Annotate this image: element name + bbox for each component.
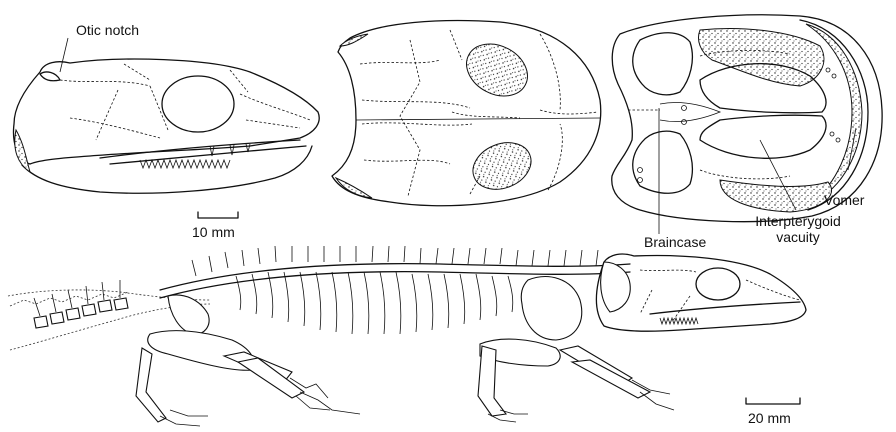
fore-limb	[477, 276, 675, 423]
scale-label-skeleton: 20 mm	[748, 410, 791, 426]
ribs	[235, 271, 514, 335]
skull-palatal-view	[611, 14, 883, 223]
scale-label-skull: 10 mm	[192, 224, 235, 240]
orbit-dorsal-left	[466, 43, 528, 97]
label-otic-notch: Otic notch	[76, 22, 140, 38]
label-vomer: Vomer	[824, 192, 865, 208]
skull-dorsal-view	[331, 19, 602, 207]
label-interpterygoid-line1: Interpterygoid	[755, 213, 841, 229]
orbit-dorsal-right	[472, 142, 532, 190]
skeleton-orbit	[695, 267, 741, 301]
tail-vertebrae	[33, 280, 129, 329]
label-interpterygoid-line2: vacuity	[776, 229, 820, 245]
neural-spines	[191, 245, 599, 277]
label-interpterygoid-vacuity: Interpterygoid vacuity	[738, 213, 858, 245]
full-skeleton	[7, 245, 807, 427]
label-leader-lines	[658, 108, 857, 234]
label-braincase: Braincase	[644, 234, 707, 250]
scale-bar-skull	[197, 211, 239, 219]
skull-lateral-view	[12, 37, 320, 194]
orbit-lateral	[161, 75, 235, 133]
skull-teeth	[139, 143, 251, 170]
skeleton-skull	[595, 253, 807, 332]
hind-limb	[135, 294, 361, 427]
scale-bar-skeleton	[745, 397, 801, 405]
